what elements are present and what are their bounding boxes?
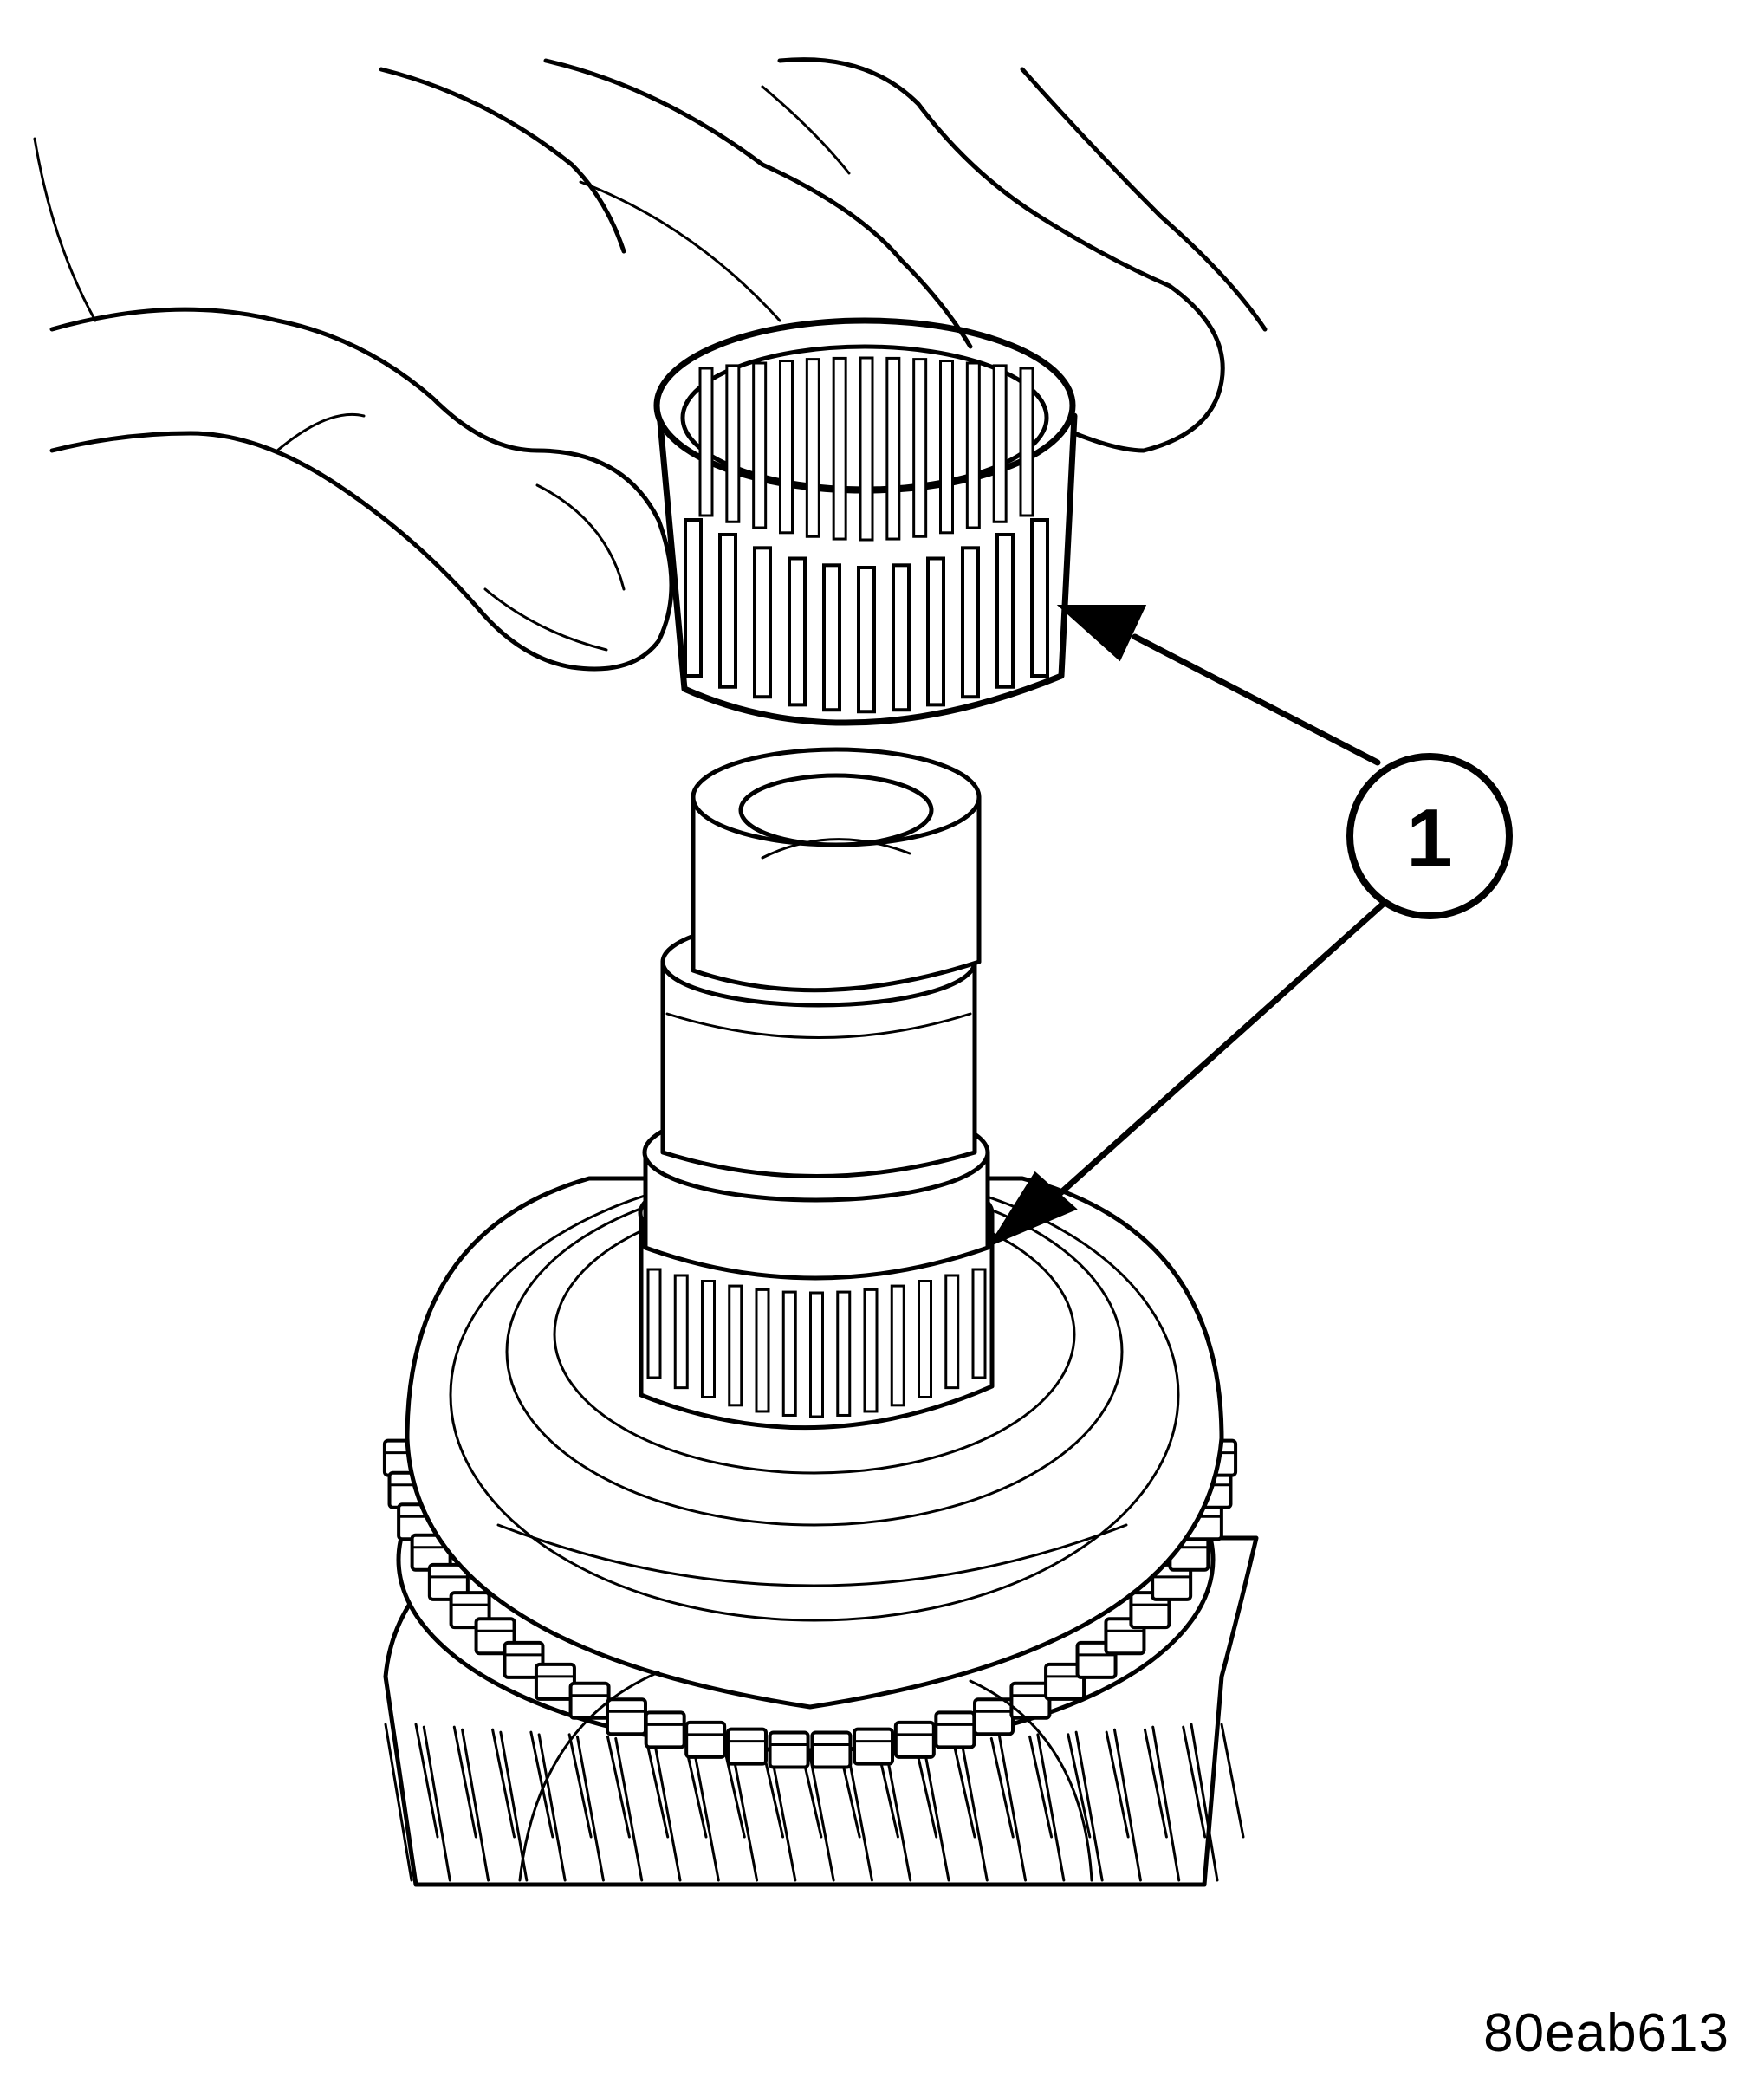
helical-tooth xyxy=(1151,1725,1207,1882)
helical-tooth xyxy=(1190,1723,1245,1882)
helical-tooth xyxy=(959,1736,1015,1882)
bearing-needle-slot xyxy=(890,1284,905,1407)
hand-illustration xyxy=(33,57,1268,672)
clutch-tooth xyxy=(1129,1591,1171,1630)
bearing-needle-slot xyxy=(939,360,954,535)
bearing-needle-slot xyxy=(912,358,928,538)
bearing-needle-slot xyxy=(805,358,820,538)
bearing-needle-slot xyxy=(857,566,876,714)
bearing-needle-slot xyxy=(752,361,768,529)
bearing-needle-slot xyxy=(646,1268,662,1379)
helical-tooth xyxy=(1074,1730,1130,1882)
callout-arrowhead-lower xyxy=(987,1171,1078,1248)
helical-tooth xyxy=(537,1733,593,1882)
callout-arrow-upper xyxy=(1132,633,1381,766)
bearing-needle-slot xyxy=(995,532,1015,689)
bearing-needle-slot xyxy=(971,1268,987,1379)
bearing-needle-slot xyxy=(1019,367,1034,517)
bearing-needle-slot xyxy=(918,1280,932,1398)
callout: 1 xyxy=(987,605,1513,1248)
bearing-needle-slot xyxy=(832,356,847,541)
bearing-needle-slot xyxy=(836,1290,852,1417)
clutch-tooth xyxy=(605,1697,647,1736)
clutch-tooth xyxy=(644,1710,686,1749)
callout-label: 1 xyxy=(1406,792,1452,885)
bearing-needle-slot xyxy=(944,1274,960,1390)
figure-code: 80eab613 xyxy=(1483,2003,1729,2063)
helical-tooth xyxy=(921,1738,976,1882)
clutch-tooth xyxy=(768,1730,810,1769)
bearing-needle-slot xyxy=(698,367,714,517)
bearing-needle-slot xyxy=(788,556,807,707)
clutch-tooth xyxy=(503,1640,545,1679)
bearing-needle-slot xyxy=(779,360,794,535)
bearing-needle-slot xyxy=(1030,518,1049,678)
upper-needle-bearing xyxy=(653,317,1078,726)
clutch-tooth xyxy=(725,1727,768,1766)
clutch-tooth xyxy=(934,1710,976,1749)
helical-tooth xyxy=(461,1728,516,1882)
helical-tooth xyxy=(1036,1733,1092,1882)
bearing-needle-slot xyxy=(684,518,703,678)
clutch-tooth xyxy=(853,1727,895,1766)
helical-tooth xyxy=(384,1723,439,1882)
shaft xyxy=(642,747,990,1281)
bearing-needle-slot xyxy=(961,546,980,699)
bearing-needle-slot xyxy=(926,556,945,707)
bearing-needle-slot xyxy=(701,1280,716,1398)
clutch-tooth xyxy=(810,1730,853,1769)
clutch-tooth xyxy=(1044,1662,1086,1701)
callout-arrowhead-upper xyxy=(1056,605,1147,662)
callout-circle xyxy=(1346,753,1513,919)
bearing-needle-slot xyxy=(725,364,741,523)
helical-tooth xyxy=(614,1736,670,1882)
helical-tooth xyxy=(575,1735,631,1882)
helical-tooth xyxy=(422,1725,477,1882)
bearing-needle-slot xyxy=(718,532,737,689)
clutch-tooth xyxy=(427,1562,470,1601)
bearing-needle-slot xyxy=(728,1284,743,1407)
bearing-needle-slot xyxy=(755,1288,770,1413)
clutch-tooth xyxy=(568,1681,611,1720)
bearing-needle-slot xyxy=(892,563,911,712)
gear-assembly xyxy=(382,1168,1259,1887)
bearing-needle-slot xyxy=(781,1290,797,1417)
bearing-needle-slot xyxy=(809,1291,824,1418)
bearing-needle-slot xyxy=(822,563,841,712)
clutch-tooth xyxy=(893,1720,936,1759)
helical-tooth xyxy=(1112,1728,1168,1882)
clutch-tooth xyxy=(973,1697,1015,1736)
bearing-needle-slot xyxy=(885,356,901,541)
clutch-tooth xyxy=(684,1720,727,1759)
bearing-needle-slot xyxy=(965,361,981,529)
bearing-needle-slot xyxy=(863,1288,879,1413)
clutch-tooth xyxy=(534,1662,576,1701)
bearing-needle-slot xyxy=(753,546,772,699)
bearing-needle-slot xyxy=(673,1274,689,1390)
callout-arrow-lower xyxy=(1049,898,1390,1204)
helical-tooth xyxy=(998,1735,1054,1882)
clutch-tooth xyxy=(1009,1681,1052,1720)
bearing-needle-slot xyxy=(992,364,1008,523)
bearing-needle-slot xyxy=(859,356,874,542)
